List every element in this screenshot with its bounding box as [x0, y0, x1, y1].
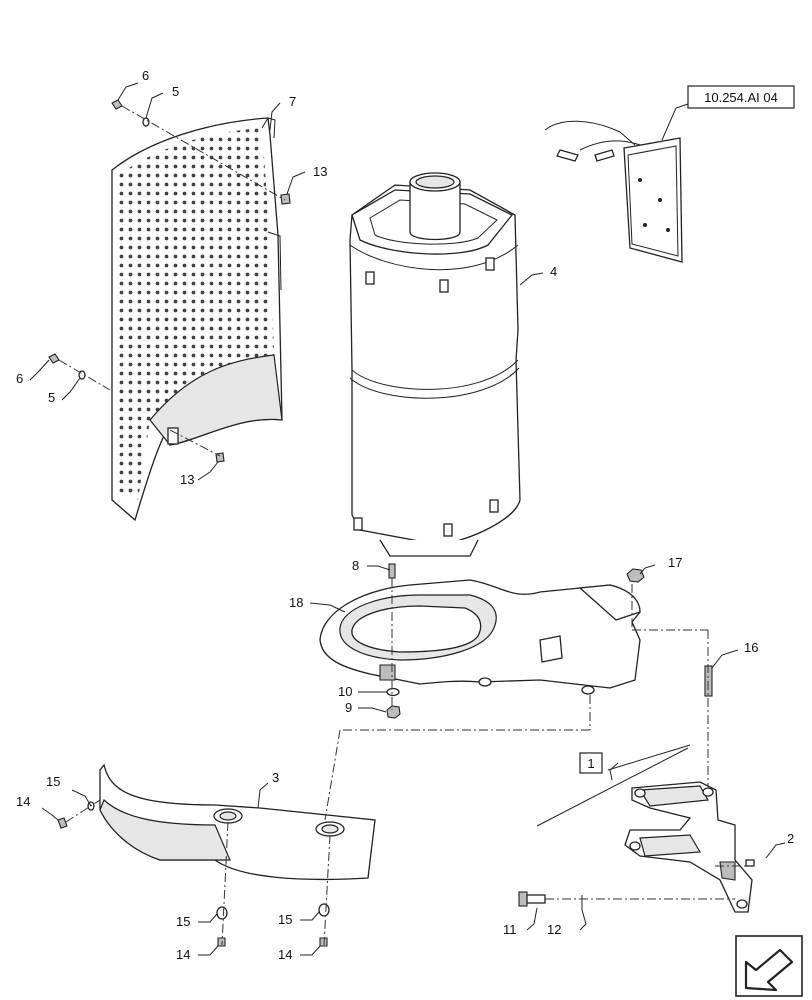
- exhaust-filter-canister: [349, 172, 521, 557]
- callout-16: 16: [744, 640, 758, 655]
- callout-17: 17: [668, 555, 682, 570]
- callout-5-mid: 5: [48, 390, 55, 405]
- alignment-lines: [58, 105, 746, 946]
- bolt-11: [518, 891, 546, 907]
- reference-link-text: 10.254.AI 04: [704, 90, 778, 105]
- bolt-6-mid: [48, 353, 60, 364]
- washer-10: [386, 687, 400, 697]
- bolt-14-a: [217, 937, 226, 947]
- washer-15-a: [216, 906, 228, 920]
- callout-6-top: 6: [142, 68, 149, 83]
- nut-17: [626, 568, 645, 583]
- bolt-14-b: [319, 937, 328, 947]
- callout-13-low: 13: [180, 472, 194, 487]
- callout-18: 18: [289, 595, 303, 610]
- callout-14-a: 14: [176, 947, 190, 962]
- assembly-number-box: 1: [579, 752, 603, 774]
- callout-2: 2: [787, 831, 794, 846]
- nut-9: [386, 705, 401, 719]
- leader-lines: [29, 82, 786, 956]
- mounting-bracket: [319, 579, 641, 695]
- bolt-14-left: [57, 817, 68, 829]
- callout-6-mid: 6: [16, 371, 23, 386]
- callout-15-b: 15: [278, 912, 292, 927]
- callout-14-left: 14: [16, 794, 30, 809]
- washer-15-b: [318, 903, 330, 917]
- pin-2: [745, 859, 755, 867]
- callout-13-top: 13: [313, 164, 327, 179]
- callout-3: 3: [272, 770, 279, 785]
- stud-8: [388, 563, 396, 579]
- callout-11: 11: [503, 922, 517, 937]
- callout-14-b: 14: [278, 947, 292, 962]
- clip-13-top: [280, 193, 291, 205]
- bolt-6-top: [111, 99, 123, 110]
- callout-4: 4: [550, 264, 557, 279]
- callout-10: 10: [338, 684, 352, 699]
- callout-15-left: 15: [46, 774, 60, 789]
- callout-labels: 6 5 7 13 6 5 13 4 8 17 18 16 10 9 3 15 1…: [16, 68, 794, 962]
- callout-5-top: 5: [172, 84, 179, 99]
- perforated-heat-shield: [111, 117, 283, 522]
- callout-12: 12: [547, 922, 561, 937]
- callout-8: 8: [352, 558, 359, 573]
- assembly-number-text: 1: [587, 756, 594, 771]
- sensor-control-module: [544, 120, 683, 263]
- reference-link-box[interactable]: 10.254.AI 04: [687, 85, 795, 109]
- next-page-arrow-icon[interactable]: [735, 935, 803, 997]
- support-bracket-assembly: [624, 781, 753, 913]
- callout-7: 7: [289, 94, 296, 109]
- lower-heat-shield: [99, 763, 376, 881]
- callout-9: 9: [345, 700, 352, 715]
- callout-15-a: 15: [176, 914, 190, 929]
